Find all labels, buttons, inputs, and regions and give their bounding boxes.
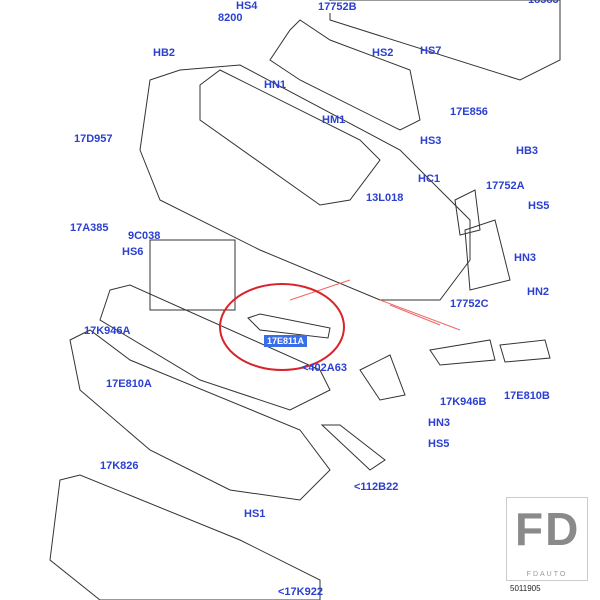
logo-name: FDAUTO — [507, 571, 587, 578]
label-13l018: 13L018 — [366, 192, 404, 204]
highlighted-part — [247, 313, 331, 339]
label-hb3: HB3 — [516, 145, 539, 157]
undertray — [69, 329, 331, 501]
label-8200: 8200 — [218, 12, 243, 24]
skid-plate — [49, 474, 321, 600]
label-hs6: HS6 — [122, 246, 144, 258]
label-17d957: 17D957 — [74, 133, 113, 145]
label-17752c: 17752C — [450, 298, 489, 310]
label-hs1: HS1 — [244, 508, 266, 520]
label-112b22: <112B22 — [354, 481, 399, 493]
diagram-code: 5011905 — [510, 584, 541, 593]
label-hc1: HC1 — [418, 173, 441, 185]
label-hm1: HM1 — [322, 114, 346, 126]
label-17752a: 17752A — [486, 180, 525, 192]
fdauto-logo: FD FDAUTO — [506, 497, 588, 581]
bumper-cover — [139, 64, 471, 301]
label-17k946a: 17K946A — [84, 325, 131, 337]
label-17a385: 17A385 — [70, 222, 109, 234]
label-17k946b: 17K946B — [440, 396, 487, 408]
label-18583: 18583 — [528, 0, 559, 6]
label-hs3: HS3 — [420, 135, 442, 147]
label-17k922: <17K922 — [278, 586, 323, 598]
label-hs7: HS7 — [420, 45, 442, 57]
label-hs2: HS2 — [372, 47, 394, 59]
label-hb2: HB2 — [153, 47, 176, 59]
license-plate-bracket — [149, 239, 236, 311]
label-17e810a: 17E810A — [106, 378, 152, 390]
label-17e810b: 17E810B — [504, 390, 550, 402]
label-hs4: HS4 — [236, 0, 258, 12]
logo-mark: FD — [515, 503, 581, 555]
label-hn1: HN1 — [264, 79, 287, 91]
label-hn2: HN2 — [527, 286, 550, 298]
label-402a63: <402A63 — [302, 362, 347, 374]
label-hn3: HN3 — [514, 252, 537, 264]
label-17k826: 17K826 — [100, 460, 139, 472]
label-hs5: HS5 — [528, 200, 550, 212]
label-hs5-lower: HS5 — [428, 438, 450, 450]
reinforcement-beam — [329, 0, 561, 81]
label-17752b: 17752B — [318, 1, 357, 13]
mesh-grille — [99, 284, 331, 411]
highlight-circle — [219, 283, 345, 371]
grille — [199, 69, 381, 206]
label-hn3-lower: HN3 — [428, 417, 451, 429]
grille-carrier — [269, 19, 421, 131]
label-17e856: 17E856 — [450, 106, 488, 118]
label-highlighted-part[interactable]: 17E811A — [264, 335, 308, 347]
label-9c038: 9C038 — [128, 230, 161, 242]
